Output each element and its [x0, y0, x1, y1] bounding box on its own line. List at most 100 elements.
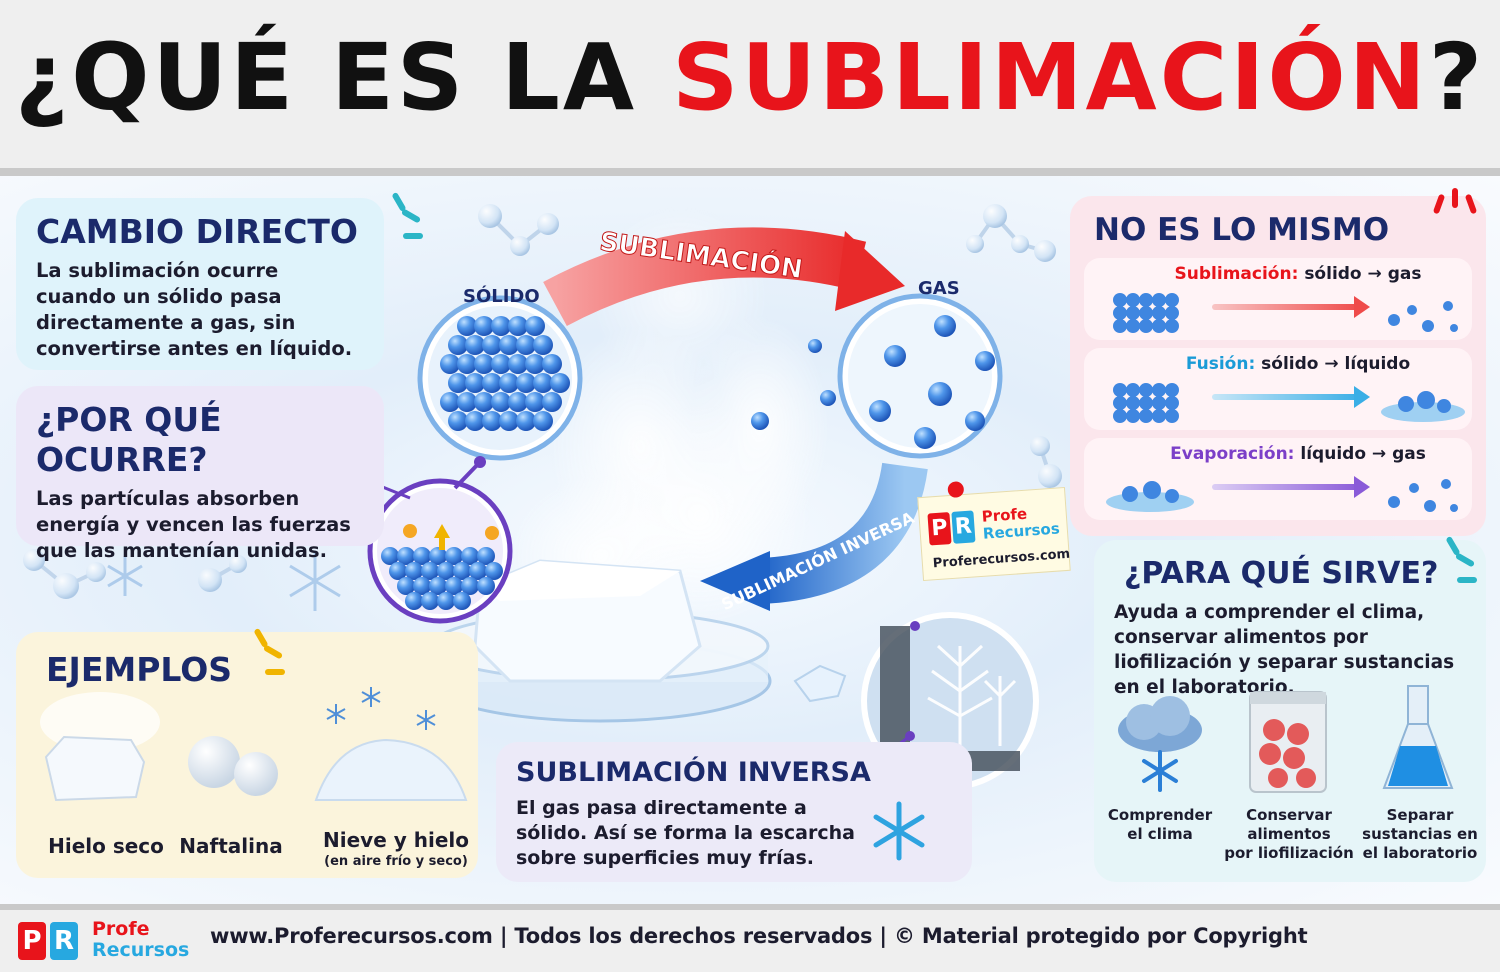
card-no-es-lo-mismo: NO ES LO MISMO Sublimación: sólido → gas… — [1070, 196, 1486, 536]
particle — [550, 373, 570, 393]
particle — [516, 335, 536, 355]
particle — [474, 316, 494, 336]
particle — [474, 392, 494, 412]
particle — [474, 354, 494, 374]
particle — [477, 577, 495, 595]
title-part1: ¿QUÉ ES LA — [14, 24, 673, 131]
title-highlight: SUBLIMACIÓN — [672, 24, 1429, 131]
brand-note: P R Profe Recursos Proferecursos.com — [917, 481, 1071, 582]
particle — [448, 335, 468, 355]
particle — [437, 562, 455, 580]
particle — [1165, 306, 1179, 320]
molecule-icon — [1030, 436, 1062, 488]
particle — [1165, 293, 1179, 307]
brand-logo-icon: P R — [927, 510, 977, 547]
por-que-text: Las partículas absorben energía y vencen… — [36, 487, 351, 562]
particle — [413, 577, 431, 595]
liquid-puddle-icon — [1381, 391, 1465, 422]
sublimation-arrow — [543, 227, 905, 327]
compare-row-fusion: Fusión: sólido → líquido — [1084, 348, 1472, 430]
molecule-icon — [198, 555, 247, 592]
card-cambio-directo: CAMBIO DIRECTO La sublimación ocurre cua… — [16, 198, 384, 370]
particle — [491, 354, 511, 374]
particle — [533, 373, 553, 393]
particle — [453, 562, 471, 580]
snowflake-icon — [107, 556, 143, 596]
particle — [465, 411, 485, 431]
compare-name: Evaporación: — [1170, 444, 1295, 464]
particle — [485, 562, 503, 580]
gas-particles-bubble — [837, 293, 1003, 459]
mothball-icon — [188, 736, 278, 796]
compare-desc: líquido → gas — [1300, 444, 1426, 464]
particle — [516, 373, 536, 393]
particle — [1113, 319, 1127, 333]
example-label-hielo-seco: Hielo seco — [48, 834, 164, 858]
examples-illustration — [40, 687, 468, 802]
compare-desc: sólido → gas — [1304, 264, 1422, 284]
gas-particles-icon — [1388, 301, 1458, 332]
footer-copyright-text: www.Proferecursos.com | Todos los derech… — [210, 924, 1308, 948]
particle — [525, 316, 545, 336]
footer-logo-icon: P R — [18, 922, 82, 960]
molecule-icon — [23, 549, 106, 599]
inversa-text: El gas pasa directamente a sólido. Así s… — [516, 797, 855, 869]
inversa-heading: SUBLIMACIÓN INVERSA — [516, 757, 871, 788]
particle — [499, 411, 519, 431]
solid-lattice-icon — [1113, 383, 1179, 423]
footer-logo-line1: Profe — [92, 918, 150, 940]
particle — [421, 562, 439, 580]
particle — [453, 592, 471, 610]
particle — [1165, 409, 1179, 423]
particle — [1139, 306, 1153, 320]
background-decoration: SUBLIMACIÓN SUBLIMACIÓN INVERSA — [23, 204, 1062, 790]
particle — [405, 592, 423, 610]
example-label-naftalina: Naftalina — [179, 834, 283, 858]
particle — [525, 392, 545, 412]
particle — [499, 373, 519, 393]
no-es-lo-mismo-heading: NO ES LO MISMO — [1094, 212, 1390, 248]
particle — [457, 392, 477, 412]
compare-arrow-head — [1354, 476, 1370, 498]
liquid-puddle-icon — [1106, 481, 1194, 512]
compare-arrow-head — [1354, 386, 1370, 408]
particle — [1152, 293, 1166, 307]
particle — [1113, 396, 1127, 410]
particle — [1152, 319, 1166, 333]
particle — [516, 411, 536, 431]
particle — [1152, 396, 1166, 410]
particle — [491, 316, 511, 336]
compare-arrow — [1212, 484, 1362, 490]
particle — [1139, 319, 1153, 333]
infographic-canvas: SUBLIMACIÓN SUBLIMACIÓN INVERSA — [0, 176, 1500, 904]
solid-particles-bubble — [417, 295, 583, 461]
particle — [508, 316, 528, 336]
particle — [508, 392, 528, 412]
card-sublimacion-inversa: SUBLIMACIÓN INVERSA El gas pasa directam… — [496, 742, 972, 882]
particle — [1126, 306, 1140, 320]
particle — [525, 354, 545, 374]
page-title: ¿QUÉ ES LA SUBLIMACIÓN? — [0, 22, 1500, 134]
particle — [405, 562, 423, 580]
footer-logo-line2: Recursos — [92, 939, 190, 961]
particle — [437, 592, 455, 610]
particle — [1152, 409, 1166, 423]
flask-icon — [1382, 685, 1454, 789]
energy-particles-bubble — [367, 478, 513, 624]
molecule-icon — [478, 204, 559, 256]
solid-label: SÓLIDO — [463, 286, 540, 307]
particle — [482, 335, 502, 355]
accent-ticks-icon — [1445, 535, 1490, 596]
particle — [389, 562, 407, 580]
molecule-icon — [966, 204, 1056, 262]
particle — [1113, 293, 1127, 307]
pin-icon — [947, 481, 965, 499]
particle — [448, 411, 468, 431]
particle — [461, 577, 479, 595]
particle — [469, 562, 487, 580]
particle — [482, 373, 502, 393]
compare-row-sublimacion: Sublimación: sólido → gas — [1084, 258, 1472, 340]
gas-label: GAS — [918, 278, 960, 299]
para-que-sirve-heading: ¿PARA QUÉ SIRVE? — [1124, 556, 1439, 591]
